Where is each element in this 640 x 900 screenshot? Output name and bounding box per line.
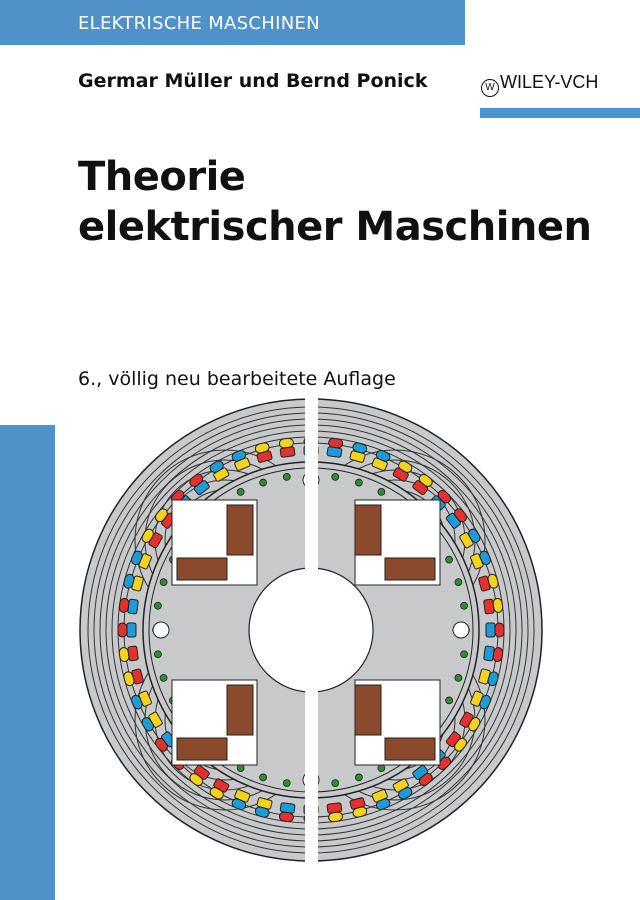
stator-slot bbox=[278, 437, 296, 458]
pole-winding bbox=[226, 504, 254, 556]
stator-slot bbox=[478, 573, 499, 592]
stator-slot bbox=[483, 597, 504, 615]
damper-bar bbox=[460, 650, 468, 659]
stator-slot bbox=[459, 528, 481, 549]
publisher-bar bbox=[480, 108, 640, 118]
section-gap bbox=[305, 395, 318, 865]
damper-bar bbox=[154, 650, 162, 659]
damper-bar bbox=[445, 555, 454, 564]
stator-slot bbox=[459, 711, 481, 732]
stator-slot bbox=[231, 789, 251, 810]
stator-slot bbox=[371, 789, 391, 810]
stator-slot bbox=[123, 573, 144, 592]
series-banner: ELEKTRISCHE MASCHINEN bbox=[0, 0, 465, 45]
stator-slot bbox=[470, 690, 491, 710]
damper-bar bbox=[377, 487, 386, 496]
stator-slot bbox=[371, 450, 391, 471]
damper-bar bbox=[331, 473, 340, 481]
damper-bar bbox=[454, 578, 463, 587]
stator-slot bbox=[485, 622, 505, 638]
stator-slot bbox=[349, 797, 368, 818]
damper-bar bbox=[331, 779, 340, 787]
stator-slot bbox=[445, 731, 467, 752]
stator-slot bbox=[131, 690, 152, 710]
damper-bar bbox=[454, 673, 463, 682]
damper-bar bbox=[354, 773, 363, 782]
stator-slot bbox=[117, 622, 137, 638]
stator-slot bbox=[189, 764, 210, 786]
stator-slot bbox=[231, 450, 251, 471]
damper-bar bbox=[159, 578, 168, 587]
stator-slot bbox=[412, 474, 433, 496]
stator-slot bbox=[445, 508, 467, 529]
rotor-hole bbox=[152, 621, 170, 639]
stator-slot bbox=[118, 645, 139, 663]
pole-winding bbox=[354, 504, 382, 556]
stator-slot bbox=[326, 437, 344, 458]
damper-bar bbox=[159, 673, 168, 682]
title-line-2: elektrischer Maschinen bbox=[78, 204, 592, 250]
pole-winding bbox=[384, 737, 436, 761]
stator-slot bbox=[478, 668, 499, 687]
pole-winding bbox=[384, 557, 436, 581]
damper-bar bbox=[259, 773, 268, 782]
damper-bar bbox=[377, 764, 386, 773]
stator-slot bbox=[392, 778, 413, 800]
side-bar bbox=[0, 425, 55, 900]
stator-slot bbox=[118, 597, 139, 615]
stator-slot bbox=[470, 550, 491, 570]
book-title: Theorie elektrischer Maschinen bbox=[78, 152, 592, 252]
damper-bar bbox=[236, 764, 245, 773]
stator-slot bbox=[141, 711, 163, 732]
damper-bar bbox=[282, 473, 291, 481]
stator-slot bbox=[326, 802, 344, 823]
rotor-hole bbox=[452, 621, 470, 639]
damper-bar bbox=[236, 487, 245, 496]
damper-bar bbox=[460, 601, 468, 610]
stator-slot bbox=[131, 550, 152, 570]
title-line-1: Theorie bbox=[78, 154, 246, 200]
stator-slot bbox=[189, 474, 210, 496]
pole-winding bbox=[176, 737, 228, 761]
publisher-name: WILEY-VCH bbox=[500, 72, 599, 92]
damper-bar bbox=[282, 779, 291, 787]
stator-slot bbox=[141, 528, 163, 549]
stator-slot bbox=[412, 764, 433, 786]
pole-winding bbox=[176, 557, 228, 581]
authors: Germar Müller und Bernd Ponick bbox=[78, 70, 428, 92]
stator-slot bbox=[209, 778, 230, 800]
stator-slot bbox=[483, 645, 504, 663]
stator-slot bbox=[349, 442, 368, 463]
damper-bar bbox=[259, 478, 268, 487]
wiley-logo-icon: W bbox=[481, 79, 499, 97]
stator-slot bbox=[254, 442, 273, 463]
stator-slot bbox=[392, 460, 413, 482]
stator-slot bbox=[278, 802, 296, 823]
pole-winding bbox=[354, 684, 382, 736]
pole-winding bbox=[226, 684, 254, 736]
edition: 6., völlig neu bearbeitete Auflage bbox=[78, 368, 396, 390]
damper-bar bbox=[354, 478, 363, 487]
stator-slot bbox=[209, 460, 230, 482]
damper-bar bbox=[445, 696, 454, 705]
damper-bar bbox=[154, 601, 162, 610]
series-label: ELEKTRISCHE MASCHINEN bbox=[78, 13, 320, 34]
stator-slot bbox=[254, 797, 273, 818]
stator-slot bbox=[123, 668, 144, 687]
